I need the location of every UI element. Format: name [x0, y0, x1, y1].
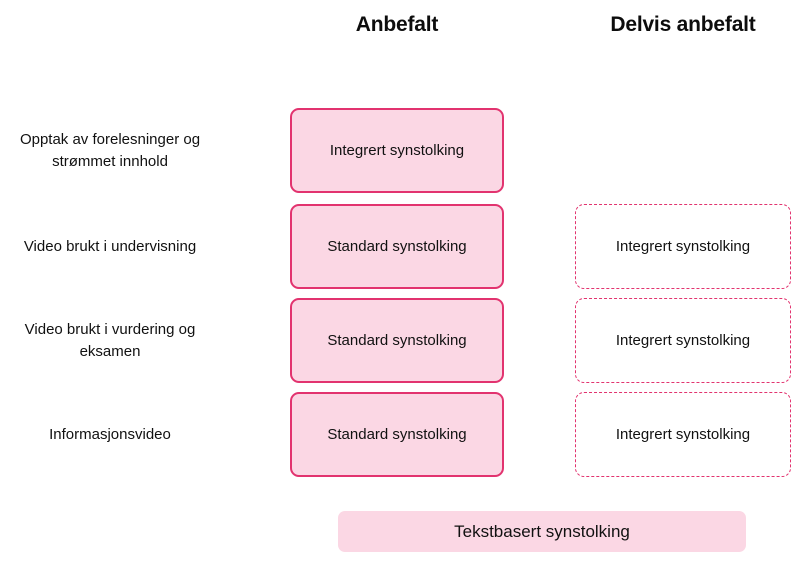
matrix-cell-label: Standard synstolking	[327, 237, 467, 255]
matrix-row: Video brukt i vurdering og eksamen Standa…	[0, 298, 804, 383]
column-header-anbefalt: Anbefalt	[355, 13, 439, 36]
matrix-row: Opptak av forelesninger og strømmet innh…	[0, 108, 804, 193]
matrix-cell-dashed[interactable]: Integrert synstolking	[575, 392, 791, 477]
footer-bar-label: Tekstbasert synstolking	[454, 521, 630, 541]
column-header-delvis-anbefalt: Delvis anbefalt	[610, 13, 756, 36]
matrix-cell-filled[interactable]: Standard synstolking	[290, 204, 504, 289]
row-label: Opptak av forelesninger og strømmet innh…	[19, 130, 201, 170]
matrix-cell-dashed[interactable]: Integrert synstolking	[575, 204, 791, 289]
row-label: Video brukt i undervisning	[23, 237, 197, 255]
matrix-cell-label: Integrert synstolking	[615, 425, 751, 443]
column-header-row: Anbefalt Delvis anbefalt	[0, 10, 804, 54]
matrix-row: Informasjonsvideo Standard synstolking Int…	[0, 392, 804, 477]
matrix-cell-label: Integrert synstolking	[615, 331, 751, 349]
matrix-cell-empty	[575, 108, 791, 193]
matrix-cell-filled[interactable]: Integrert synstolking	[290, 108, 504, 193]
matrix-cell-filled[interactable]: Standard synstolking	[290, 298, 504, 383]
matrix-cell-label: Standard synstolking	[327, 425, 467, 443]
row-label: Video brukt i vurdering og eksamen	[24, 320, 196, 360]
matrix-row: Video brukt i undervisning Standard synst…	[0, 204, 804, 289]
matrix-cell-dashed[interactable]: Integrert synstolking	[575, 298, 791, 383]
row-label: Informasjonsvideo	[49, 425, 171, 443]
footer-bar-tekstbasert-synstolking: Tekstbasert synstolking	[338, 511, 746, 552]
matrix-cell-label: Integrert synstolking	[329, 141, 465, 159]
matrix-cell-label: Integrert synstolking	[615, 237, 751, 255]
matrix-cell-filled[interactable]: Standard synstolking	[290, 392, 504, 477]
matrix-cell-label: Standard synstolking	[327, 331, 467, 349]
